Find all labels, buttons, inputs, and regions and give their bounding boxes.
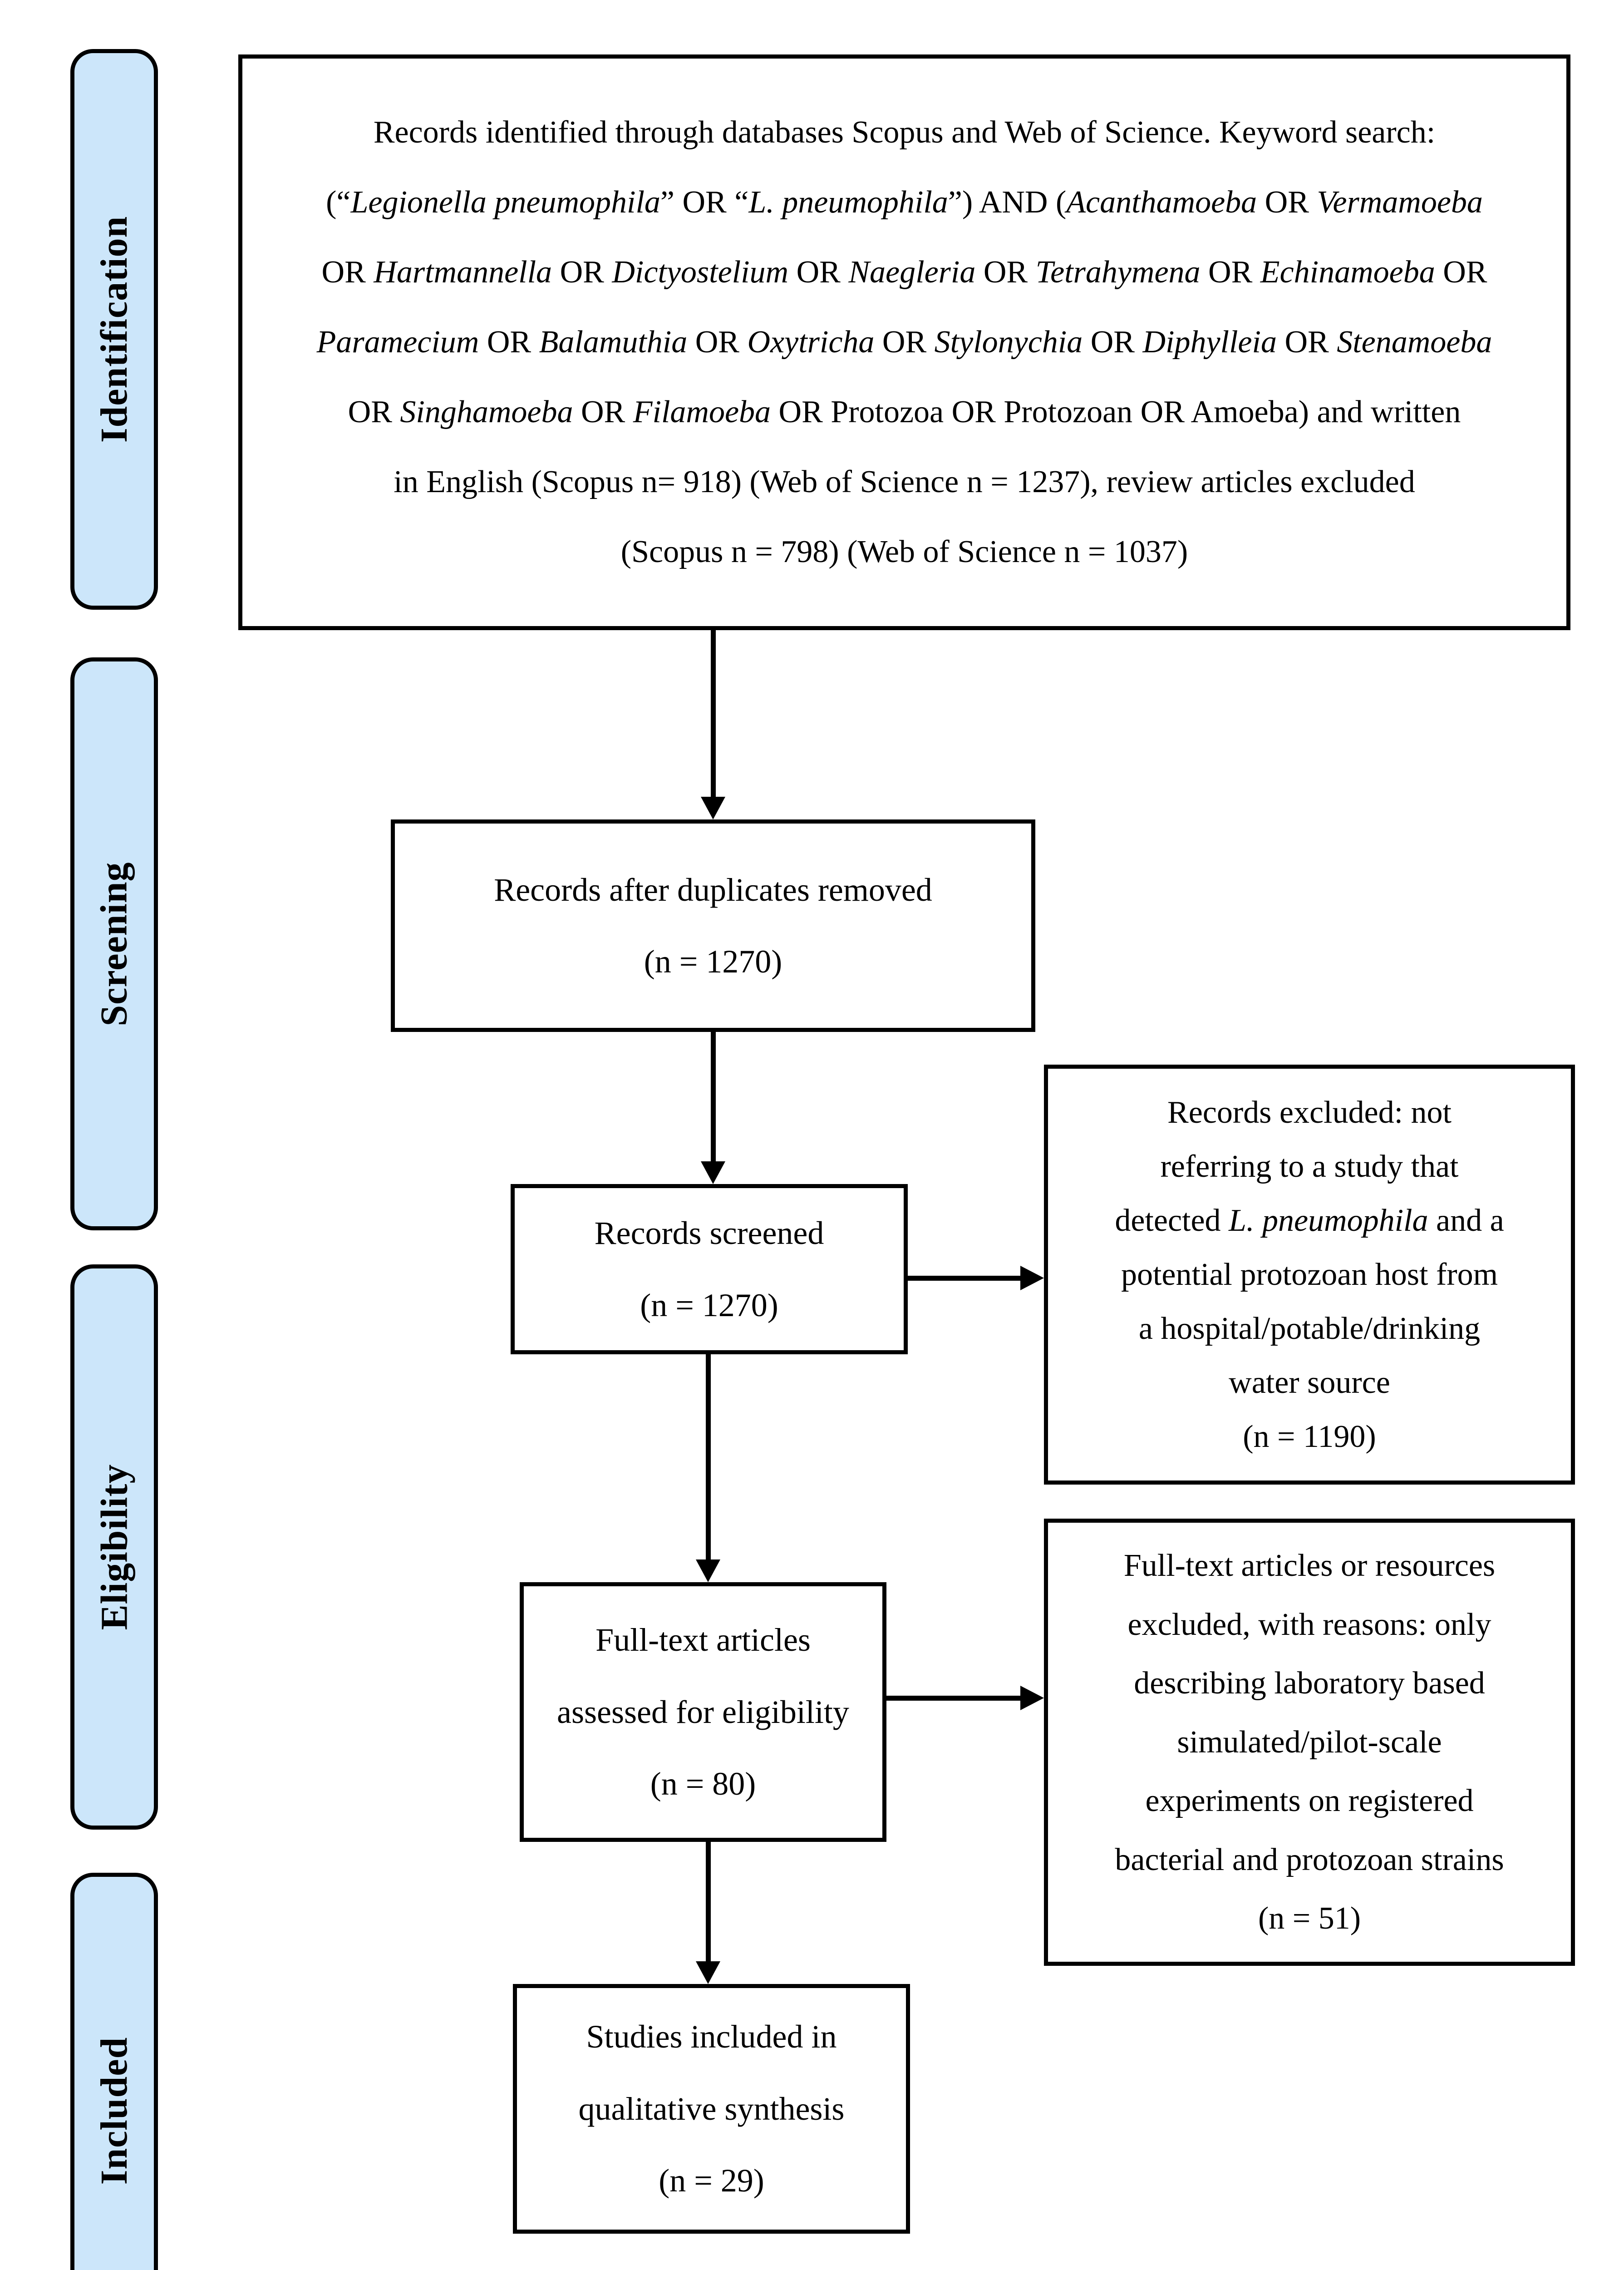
- arrowhead-right-icon: [1020, 1266, 1044, 1290]
- arrowhead-down-icon: [696, 1961, 720, 1984]
- box-records-identified: Records identified through databases Sco…: [238, 54, 1570, 630]
- stage-eligibility-label: Eligibility: [93, 1464, 135, 1630]
- arrow-screened-to-fulltext-shaft: [706, 1354, 711, 1561]
- arrowhead-down-icon: [701, 797, 725, 819]
- stage-screening: Screening: [70, 657, 158, 1230]
- stage-identification: Identification: [70, 49, 158, 610]
- arrowhead-down-icon: [696, 1559, 720, 1582]
- stage-included-label: Included: [93, 2037, 135, 2185]
- stage-screening-label: Screening: [93, 861, 136, 1026]
- stage-eligibility: Eligibility: [70, 1264, 158, 1830]
- stage-included: Included: [70, 1873, 158, 2270]
- stage-identification-label: Identification: [93, 216, 135, 443]
- box-records-screened: Records screened(n = 1270): [511, 1184, 908, 1354]
- arrowhead-down-icon: [701, 1161, 725, 1184]
- arrow-fulltext-to-excluded-shaft: [886, 1696, 1022, 1701]
- arrow-identified-to-duplicates-shaft: [711, 630, 716, 798]
- arrow-screened-to-excluded-shaft: [908, 1276, 1022, 1281]
- box-duplicates-removed: Records after duplicates removed(n = 127…: [391, 819, 1035, 1032]
- arrowhead-right-icon: [1020, 1686, 1044, 1710]
- arrow-duplicates-to-screened-shaft: [711, 1032, 716, 1163]
- arrow-fulltext-to-included-shaft: [706, 1842, 711, 1963]
